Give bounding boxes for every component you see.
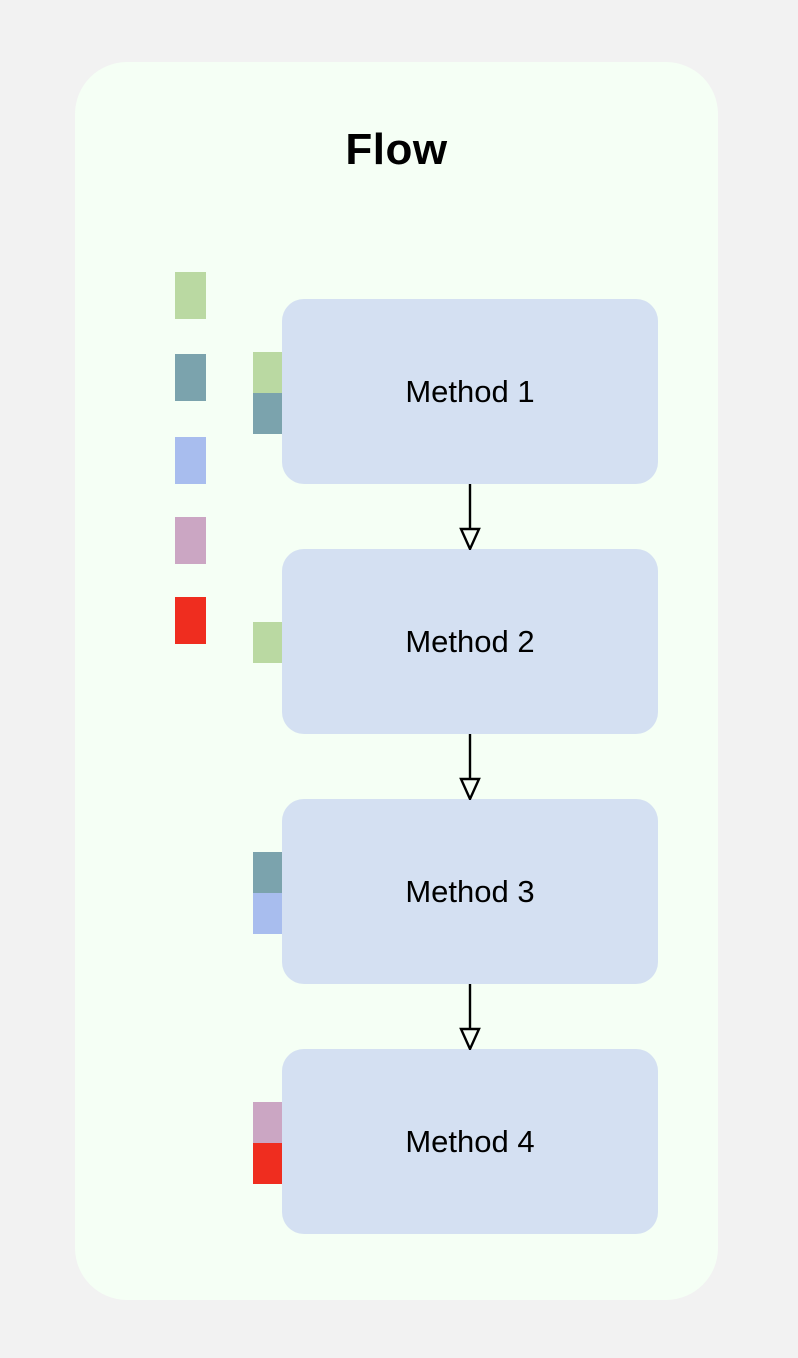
node-label-method-1: Method 1: [405, 373, 535, 409]
flow-cluster-container: Flow Method 1 Method 2 Method 3 Method 4: [75, 62, 718, 1300]
legend-swatch-green: [175, 272, 206, 319]
legend-swatch-red: [175, 597, 206, 644]
arrow-edge-3-4: [437, 984, 503, 1052]
method-1-strip-2: [253, 393, 282, 434]
arrow-edge-2-3: [437, 734, 503, 802]
method-3-strip-2: [253, 893, 282, 934]
arrow-head-icon: [459, 984, 481, 1052]
node-method-2[interactable]: Method 2: [282, 549, 658, 734]
node-label-method-3: Method 3: [405, 873, 535, 909]
arrow-edge-1-2: [437, 484, 503, 552]
method-4-strip-2: [253, 1143, 282, 1184]
legend-swatch-pink: [175, 517, 206, 564]
arrow-head-icon: [459, 484, 481, 552]
node-label-method-4: Method 4: [405, 1123, 535, 1159]
arrow-head-icon: [459, 734, 481, 802]
node-method-4[interactable]: Method 4: [282, 1049, 658, 1234]
node-method-1[interactable]: Method 1: [282, 299, 658, 484]
node-label-method-2: Method 2: [405, 623, 535, 659]
legend-swatch-teal: [175, 354, 206, 401]
page-title: Flow: [345, 125, 448, 174]
node-method-3[interactable]: Method 3: [282, 799, 658, 984]
method-2-strip-1: [253, 622, 282, 663]
method-1-strip-1: [253, 352, 282, 393]
method-3-strip-1: [253, 852, 282, 893]
method-4-strip-1: [253, 1102, 282, 1143]
legend-swatch-blue: [175, 437, 206, 484]
